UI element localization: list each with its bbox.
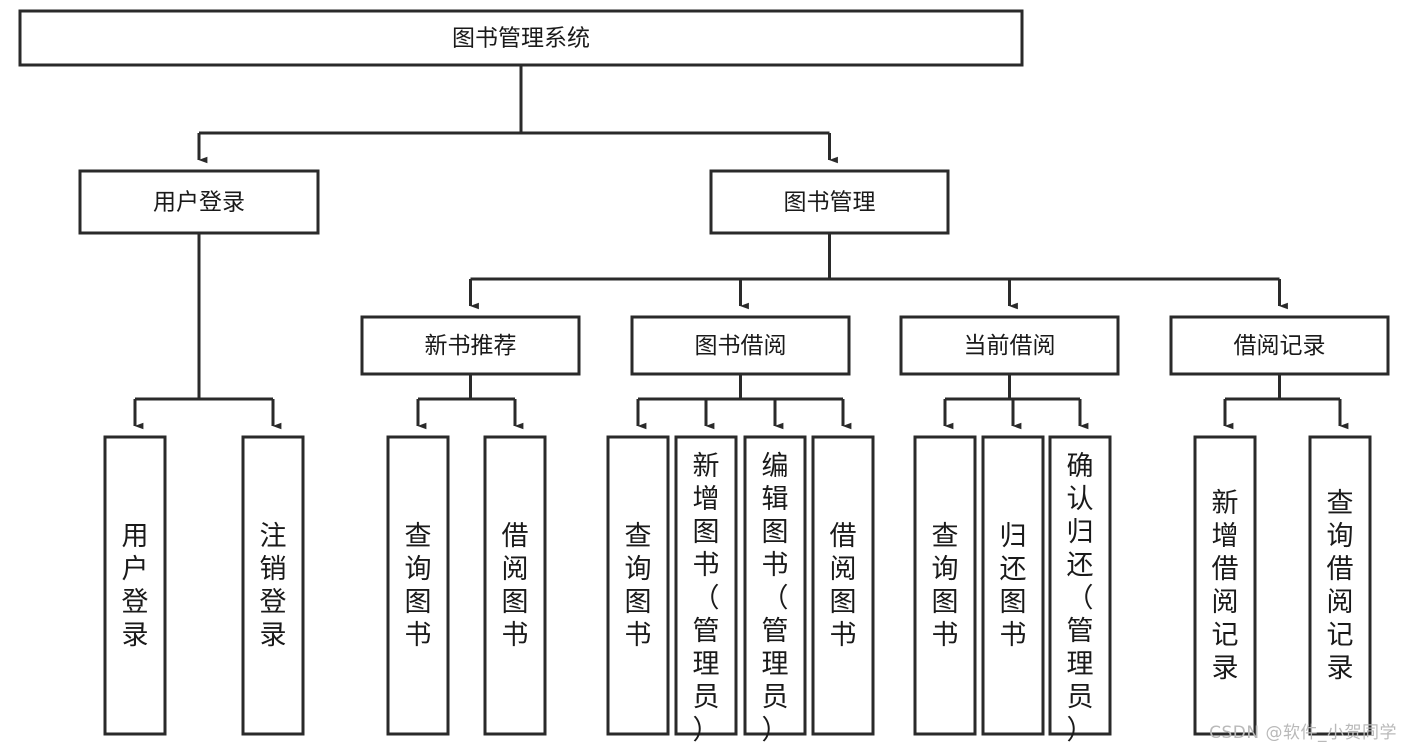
- node-label: 借阅记录: [1234, 333, 1326, 359]
- node-borrow-record[interactable]: 借阅记录: [1169, 315, 1390, 376]
- node-leaf-bb-query-book[interactable]: 查询图书: [606, 435, 670, 736]
- node-label: 借阅图书: [830, 521, 857, 651]
- connector-from-borrow-record: [1223, 374, 1349, 430]
- node-leaf-bb-add-book[interactable]: 新增图书（管理员）: [674, 435, 738, 746]
- connector-layer: [133, 65, 1349, 430]
- node-label: 新增图书（管理员）: [693, 451, 720, 746]
- node-leaf-bb-borrow-book[interactable]: 借阅图书: [811, 435, 875, 736]
- node-leaf-rec-query-book[interactable]: 查询图书: [386, 435, 450, 736]
- node-label: 归还图书: [1000, 521, 1027, 651]
- node-label: 图书管理: [784, 190, 876, 216]
- node-leaf-br-query-record[interactable]: 查询借阅记录: [1308, 435, 1372, 736]
- node-user-login[interactable]: 用户登录: [78, 169, 320, 235]
- node-leaf-cb-query-book[interactable]: 查询图书: [913, 435, 977, 736]
- node-label: 用户登录: [153, 190, 245, 216]
- connector-from-root: [197, 65, 838, 164]
- node-leaf-user-login[interactable]: 用户登录: [103, 435, 167, 736]
- node-book-borrow[interactable]: 图书借阅: [630, 315, 851, 376]
- node-layer: 图书管理系统用户登录图书管理新书推荐图书借阅当前借阅借阅记录用户登录注销登录查询…: [18, 9, 1390, 746]
- node-label: 注销登录: [260, 521, 287, 651]
- node-label: 借阅图书: [502, 521, 529, 651]
- node-leaf-bb-edit-book[interactable]: 编辑图书（管理员）: [743, 435, 807, 746]
- node-new-book-recommend[interactable]: 新书推荐: [360, 315, 581, 376]
- node-label: 查询图书: [932, 521, 959, 651]
- node-label: 查询图书: [405, 521, 432, 651]
- node-label: 图书管理系统: [452, 26, 590, 52]
- connector-from-new-book-recommend: [416, 374, 524, 430]
- node-leaf-cb-confirm-return[interactable]: 确认归还（管理员）: [1048, 435, 1112, 746]
- node-label: 图书借阅: [695, 333, 787, 359]
- node-leaf-br-add-record[interactable]: 新增借阅记录: [1193, 435, 1257, 736]
- node-label: 当前借阅: [964, 333, 1056, 359]
- node-label: 用户登录: [122, 521, 149, 651]
- node-label: 编辑图书（管理员）: [762, 451, 789, 746]
- node-leaf-rec-borrow-book[interactable]: 借阅图书: [483, 435, 547, 736]
- connector-from-user-login: [133, 233, 282, 430]
- node-label: 查询借阅记录: [1327, 488, 1354, 684]
- connector-from-current-borrow: [943, 374, 1089, 430]
- watermark-credit: CSDN @软件_小贺同学: [1209, 723, 1397, 743]
- node-label: 新书推荐: [425, 333, 517, 359]
- connector-from-book-borrow: [636, 374, 852, 430]
- node-root[interactable]: 图书管理系统: [18, 9, 1024, 67]
- node-book-manage[interactable]: 图书管理: [709, 169, 950, 235]
- node-leaf-cb-return-book[interactable]: 归还图书: [981, 435, 1045, 736]
- node-label: 新增借阅记录: [1212, 488, 1239, 684]
- node-leaf-user-logout[interactable]: 注销登录: [241, 435, 305, 736]
- connector-from-book-manage: [469, 233, 1288, 310]
- node-label: 查询图书: [625, 521, 652, 651]
- node-current-borrow[interactable]: 当前借阅: [899, 315, 1120, 376]
- node-label: 确认归还（管理员）: [1067, 451, 1094, 746]
